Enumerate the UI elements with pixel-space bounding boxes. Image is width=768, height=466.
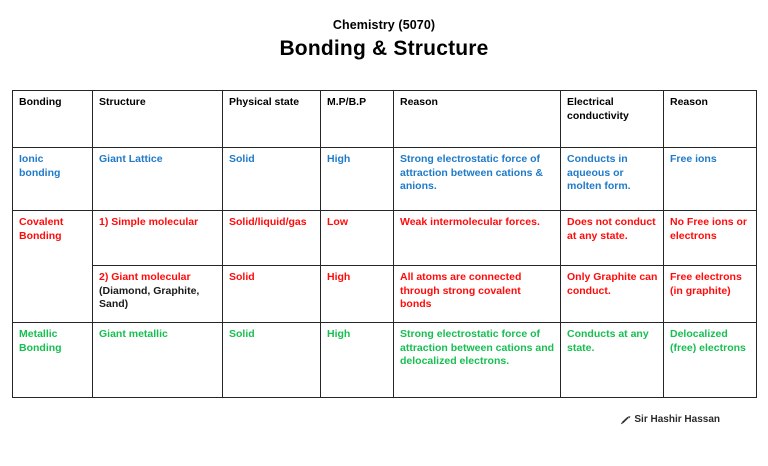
cell-bonding: Covalent Bonding: [12, 210, 93, 323]
table-row: Metallic Bonding Giant metallic Solid Hi…: [12, 322, 757, 398]
cell-structure-note: (Diamond, Graphite, Sand): [99, 284, 200, 311]
page-title-block: Chemistry (5070) Bonding & Structure: [0, 0, 768, 62]
cell-electrical-conductivity: Does not conduct at any state.: [560, 210, 664, 266]
table-row: Ionic bonding Giant Lattice Solid High S…: [12, 147, 757, 211]
column-header-structure: Structure: [92, 90, 223, 148]
cell-structure-label: 2) Giant molecular: [99, 271, 191, 283]
cell-reason-2: Free electrons (in graphite): [663, 265, 757, 323]
column-header-mp-bp: M.P/B.P: [320, 90, 394, 148]
table-header-row: Bonding Structure Physical state M.P/B.P…: [12, 90, 757, 148]
cell-electrical-conductivity: Conducts in aqueous or molten form.: [560, 147, 664, 211]
cell-reason-1: Weak intermolecular forces.: [393, 210, 561, 266]
cell-physical-state: Solid: [222, 322, 321, 398]
bonding-structure-table: Bonding Structure Physical state M.P/B.P…: [12, 90, 757, 398]
cell-physical-state: Solid: [222, 265, 321, 323]
cell-reason-2: No Free ions or electrons: [663, 210, 757, 266]
cell-reason-1: All atoms are connected through strong c…: [393, 265, 561, 323]
column-header-reason-1: Reason: [393, 90, 561, 148]
page-title: Bonding & Structure: [279, 37, 489, 60]
author-name: Sir Hashir Hassan: [634, 414, 720, 425]
column-header-electrical-conductivity: Electrical conductivity: [560, 90, 664, 148]
cell-mp-bp: High: [320, 147, 394, 211]
cell-electrical-conductivity: Conducts at any state.: [560, 322, 664, 398]
cell-reason-1: Strong electrostatic force of attraction…: [393, 322, 561, 398]
table-row: 2) Giant molecular (Diamond, Graphite, S…: [13, 265, 757, 323]
cell-structure: Giant Lattice: [92, 147, 223, 211]
cell-physical-state: Solid/liquid/gas: [222, 210, 321, 266]
cell-bonding: Metallic Bonding: [12, 322, 93, 398]
cell-physical-state: Solid: [222, 147, 321, 211]
cell-reason-1: Strong electrostatic force of attraction…: [393, 147, 561, 211]
cell-bonding: Ionic bonding: [12, 147, 93, 211]
cell-mp-bp: High: [320, 265, 394, 323]
column-header-reason-2: Reason: [663, 90, 757, 148]
cell-structure: Giant metallic: [92, 322, 223, 398]
cell-mp-bp: Low: [320, 210, 394, 266]
cell-electrical-conductivity: Only Graphite can conduct.: [560, 265, 664, 323]
column-header-bonding: Bonding: [12, 90, 93, 148]
subject-line: Chemistry (5070): [332, 18, 436, 32]
cell-reason-2: Delocalized (free) electrons: [663, 322, 757, 398]
table-row: Covalent Bonding 1) Simple molecular Sol…: [12, 210, 757, 323]
cell-structure: 2) Giant molecular (Diamond, Graphite, S…: [92, 265, 223, 323]
cell-structure: 1) Simple molecular: [92, 210, 223, 266]
author-signature: Sir Hashir Hassan: [621, 414, 720, 425]
pen-flourish-icon: [621, 416, 632, 425]
column-header-physical-state: Physical state: [222, 90, 321, 148]
bonding-structure-table-wrap: Bonding Structure Physical state M.P/B.P…: [12, 90, 757, 398]
cell-reason-2: Free ions: [663, 147, 757, 211]
cell-mp-bp: High: [320, 322, 394, 398]
